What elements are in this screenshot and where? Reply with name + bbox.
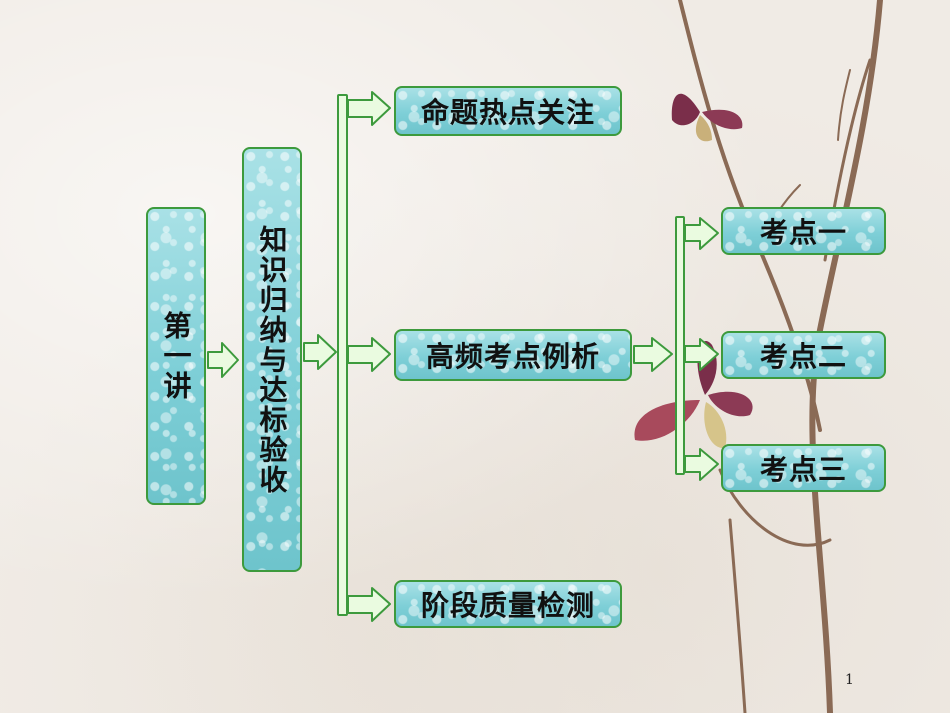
page-number: 1 [845, 672, 854, 688]
arrow-to-level3-item-3 [347, 587, 391, 622]
node-root-label: 第一讲 [159, 311, 193, 401]
node-level3-1-label: 命题热点关注 [420, 96, 595, 129]
node-level4-3-label: 考点三 [759, 453, 847, 486]
node-level3-2: 高频考点例析 [394, 329, 632, 381]
arrow-to-level3-item-2 [347, 337, 391, 372]
butterfly-upper [671, 93, 743, 142]
arrow-to-level3-item-1 [347, 91, 391, 126]
node-level3-1: 命题热点关注 [394, 86, 622, 136]
arrow-level3-to-subbracket [633, 337, 673, 372]
arrow-to-level4-item-3 [684, 448, 719, 481]
node-level3-3-label: 阶段质量检测 [420, 589, 595, 622]
node-level2: 知识归纳与达标验收 [242, 147, 302, 572]
arrow-level2-to-bracket [303, 334, 337, 370]
node-level2-label: 知识归纳与达标验收 [255, 224, 289, 495]
main-bracket-bar [337, 94, 348, 616]
arrow-to-level4-item-1 [684, 217, 719, 250]
node-level3-3: 阶段质量检测 [394, 580, 622, 628]
sub-bracket-bar [675, 216, 685, 475]
node-level4-3: 考点三 [721, 444, 886, 492]
node-root: 第一讲 [146, 207, 206, 505]
node-level4-1: 考点一 [721, 207, 886, 255]
arrow-root-to-level2 [207, 342, 239, 378]
node-level4-2-label: 考点二 [759, 340, 847, 373]
node-level3-2-label: 高频考点例析 [425, 340, 600, 373]
node-level4-2: 考点二 [721, 331, 886, 379]
node-level4-1-label: 考点一 [759, 216, 847, 249]
arrow-to-level4-item-2 [684, 338, 719, 371]
